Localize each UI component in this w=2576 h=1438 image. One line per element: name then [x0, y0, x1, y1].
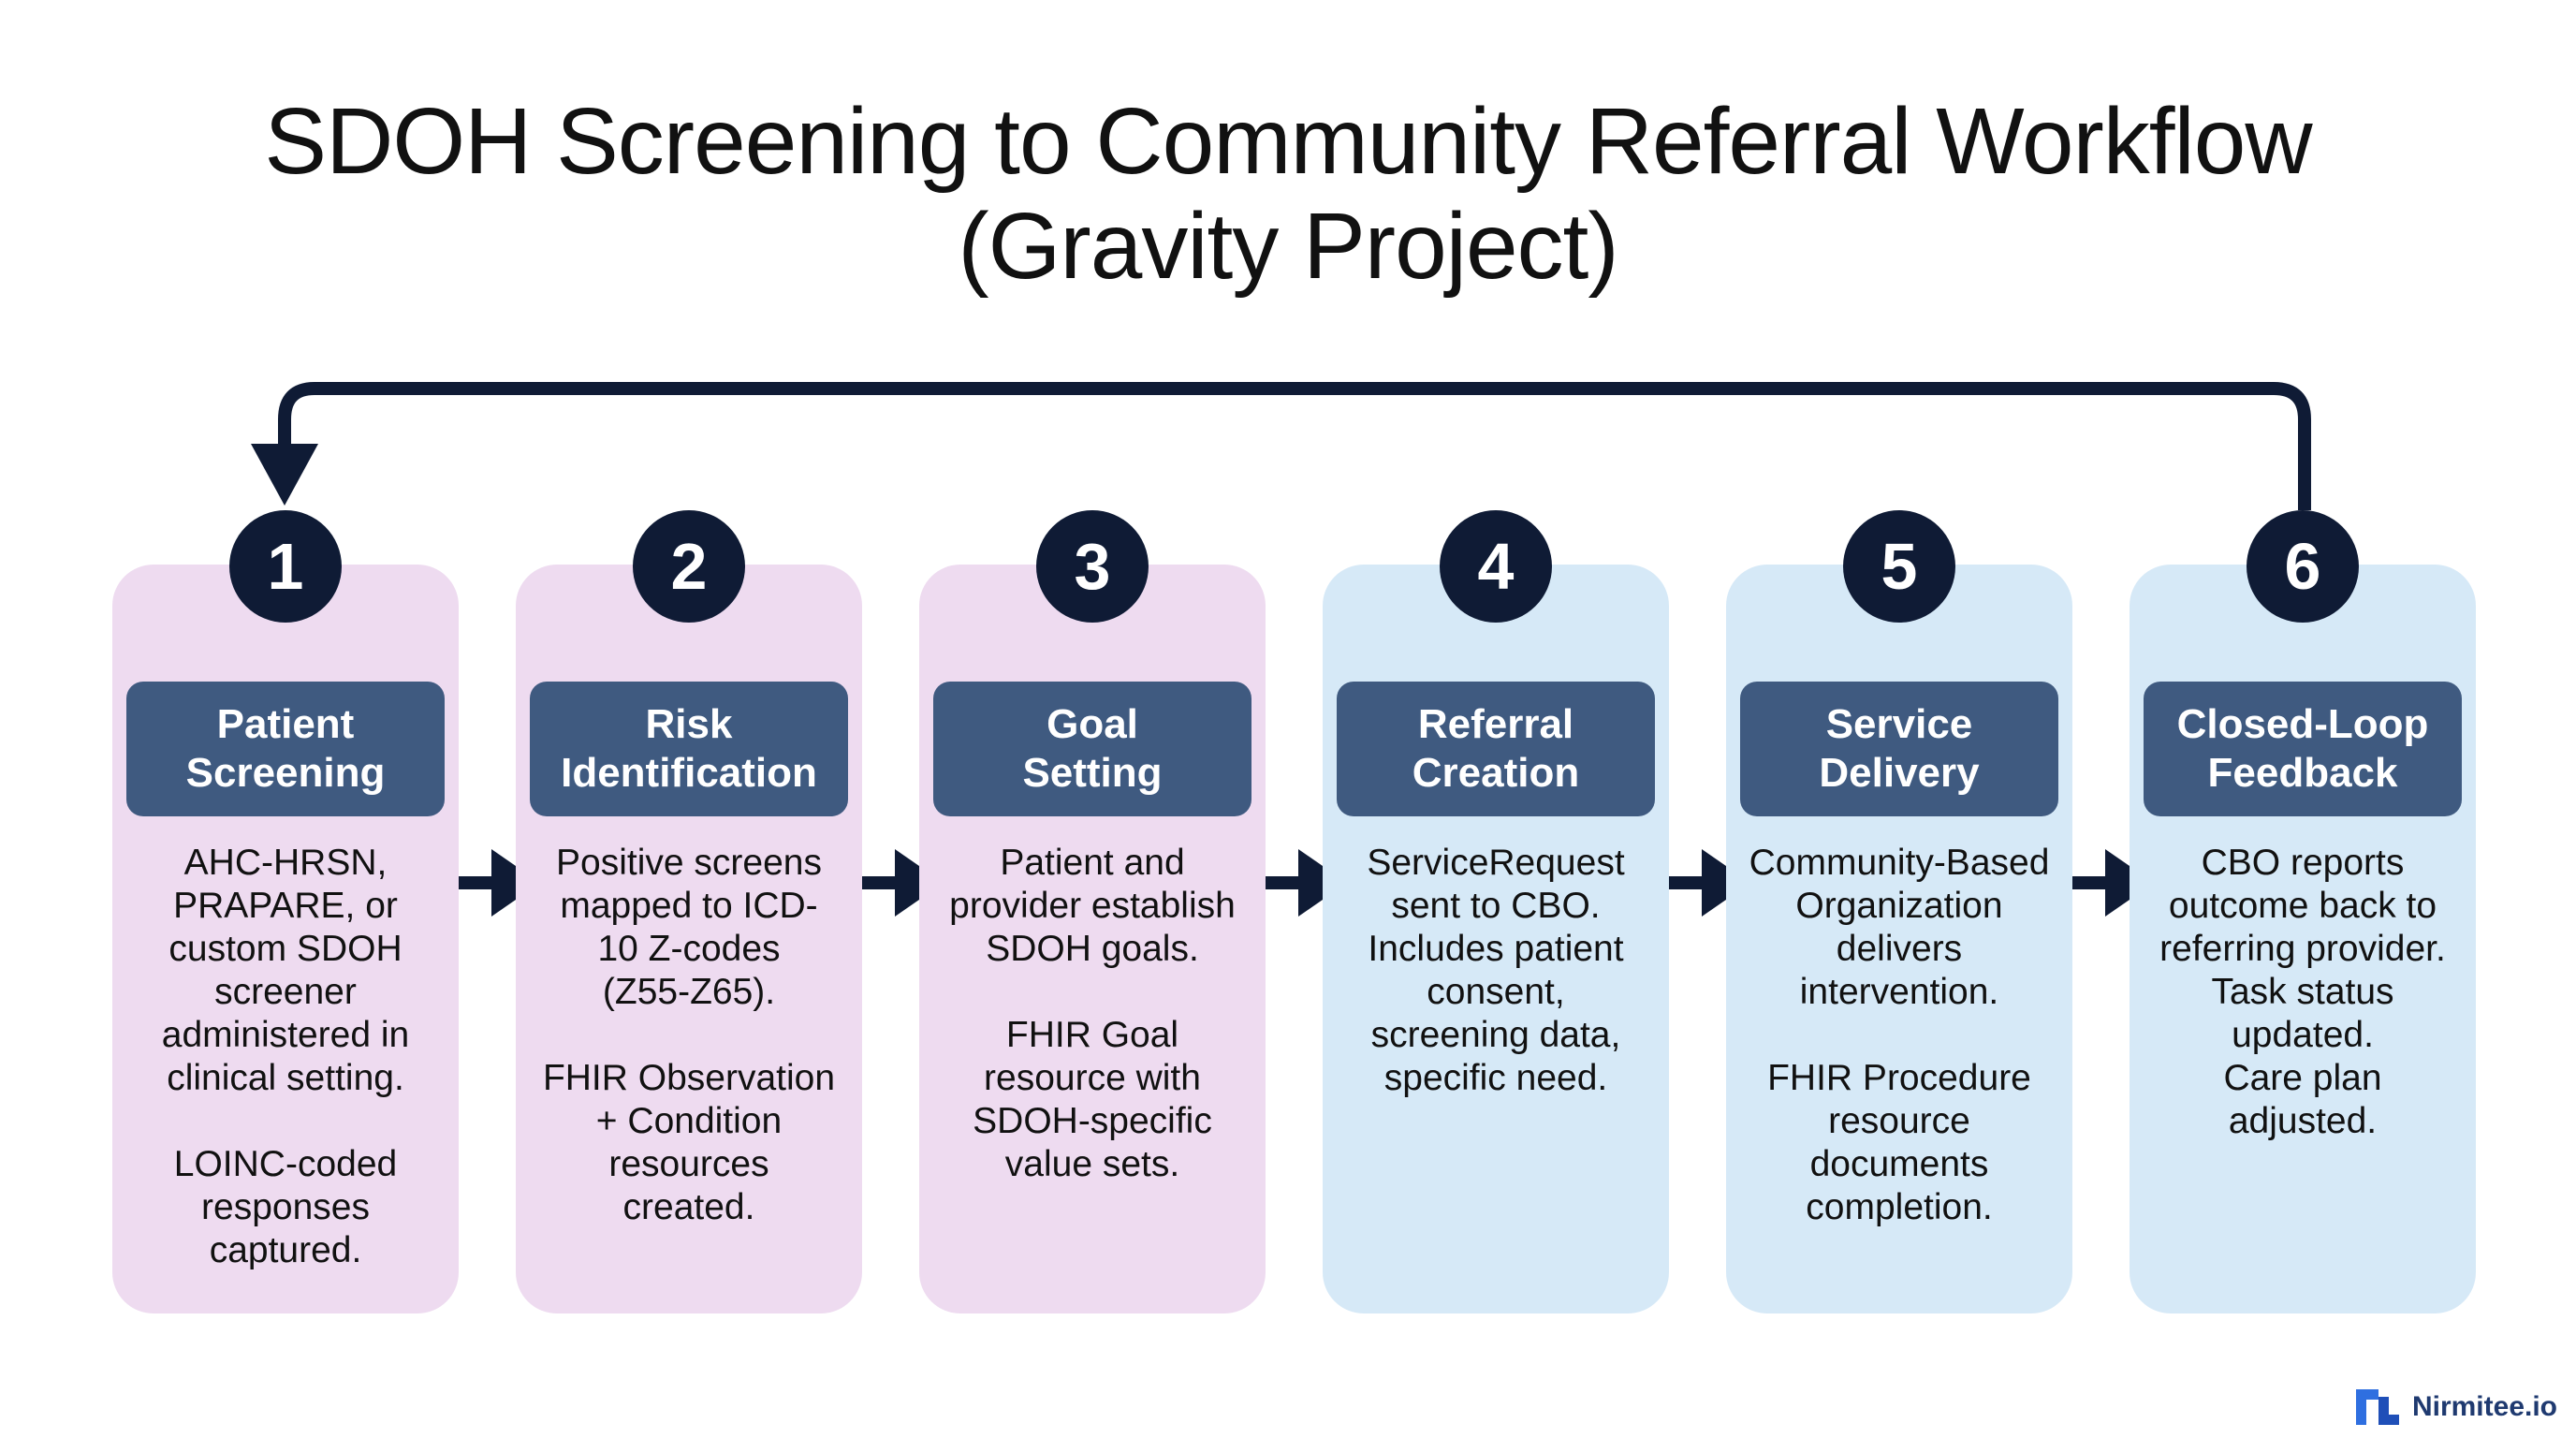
step-description: ServiceRequest sent to CBO. Includes pat… — [1367, 843, 1625, 1098]
step-number-badge: 5 — [1843, 510, 1955, 623]
feedback-loop-line — [278, 382, 2311, 510]
step-title-line-1: Service — [1825, 701, 1973, 747]
brand-name: Nirmitee.io — [2411, 1391, 2557, 1422]
step-title-line-1: Goal — [1046, 701, 1138, 747]
step-number-badge: 4 — [1440, 510, 1552, 623]
diagram-title-line-1: SDOH Screening to Community Referral Wor… — [264, 89, 2312, 194]
step-title-line-2: Identification — [561, 750, 817, 796]
brand-mark: Nirmitee.io — [2355, 1389, 2557, 1425]
diagram-title-line-2: (Gravity Project) — [958, 194, 1618, 299]
step-header: Risk Identification — [530, 682, 848, 816]
step-description: Positive screens mapped to ICD- 10 Z-cod… — [542, 843, 836, 1227]
step-title-line-1: Patient — [216, 701, 355, 747]
step-header: Referral Creation — [1337, 682, 1655, 816]
step-description: AHC-HRSN, PRAPARE, or custom SDOH screen… — [161, 843, 410, 1270]
step-card-referral-creation: Referral Creation ServiceRequest sent to… — [1323, 565, 1669, 1313]
step-card-risk-identification: Risk Identification Positive screens map… — [516, 565, 862, 1313]
step-title-line-2: Screening — [185, 750, 386, 796]
step-title-line-1: Closed-Loop — [2176, 701, 2429, 747]
step-number-badge: 1 — [229, 510, 342, 623]
step-card-patient-screening: Patient Screening AHC-HRSN, PRAPARE, or … — [112, 565, 459, 1313]
feedback-loop-arrowhead — [251, 444, 318, 506]
step-description: Patient and provider establish SDOH goal… — [949, 843, 1236, 1184]
step-card-goal-setting: Goal Setting Patient and provider establ… — [919, 565, 1266, 1313]
step-card-closed-loop-feedback: Closed-Loop Feedback CBO reports outcome… — [2130, 565, 2476, 1313]
step-title-line-2: Creation — [1412, 750, 1580, 796]
step-title-line-1: Referral — [1417, 701, 1574, 747]
step-header: Closed-Loop Feedback — [2144, 682, 2462, 816]
diagram-title: SDOH Screening to Community Referral Wor… — [0, 89, 2576, 299]
step-title-line-1: Risk — [645, 701, 733, 747]
step-description: CBO reports outcome back to referring pr… — [2159, 843, 2446, 1141]
step-header: Goal Setting — [933, 682, 1251, 816]
step-number-badge: 2 — [633, 510, 745, 623]
nirmitee-logo-icon — [2355, 1389, 2399, 1425]
step-number-badge: 3 — [1036, 510, 1149, 623]
step-title-line-2: Feedback — [2207, 750, 2398, 796]
step-description: Community-Based Organization delivers in… — [1749, 843, 2050, 1227]
step-header: Patient Screening — [126, 682, 445, 816]
step-header: Service Delivery — [1740, 682, 2058, 816]
step-card-service-delivery: Service Delivery Community-Based Organiz… — [1726, 565, 2072, 1313]
step-title-line-2: Setting — [1022, 750, 1163, 796]
step-title-line-2: Delivery — [1819, 750, 1980, 796]
step-number-badge: 6 — [2247, 510, 2359, 623]
